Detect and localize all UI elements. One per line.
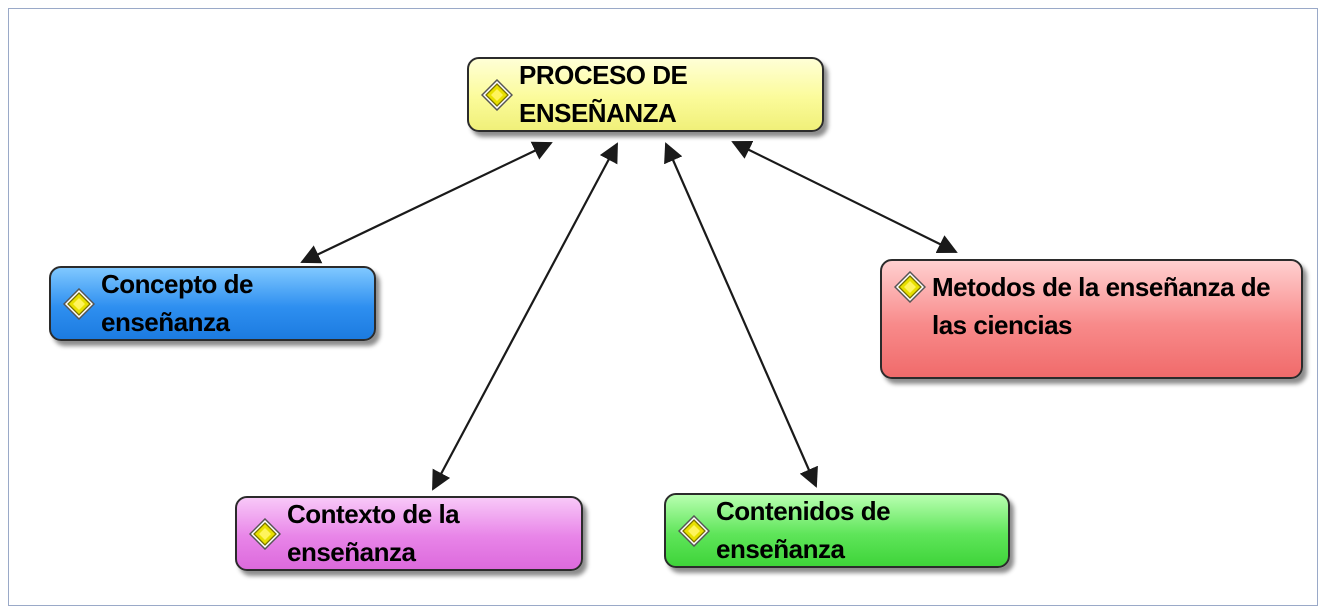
diamond-node-icon — [249, 517, 281, 550]
node-label: Concepto de enseñanza — [101, 268, 253, 337]
node-label: Metodos de la enseñanza de las ciencias — [932, 272, 1271, 340]
edge-root-contenidos — [664, 142, 818, 488]
edge-root-metodos — [731, 141, 958, 253]
node-metodos-de-la-ensenanza[interactable]: Metodos de la enseñanza de las ciencias — [880, 259, 1303, 379]
node-contexto-de-la-ensenanza[interactable]: Contexto de la enseñanza — [235, 496, 583, 571]
diamond-node-icon — [63, 287, 95, 320]
node-label: PROCESO DE ENSEÑANZA — [519, 59, 688, 128]
node-label: Contexto de la enseñanza — [287, 498, 460, 567]
edge-root-contexto — [432, 142, 618, 491]
diamond-node-icon — [481, 78, 513, 111]
node-proceso-de-ensenanza[interactable]: PROCESO DE ENSEÑANZA — [467, 57, 824, 132]
edge-root-concepto — [300, 141, 553, 264]
node-concepto-de-ensenanza[interactable]: Concepto de enseñanza — [49, 266, 376, 341]
diamond-node-icon — [678, 514, 710, 547]
diamond-node-icon — [894, 271, 926, 303]
node-label: Contenidos de enseñanza — [716, 495, 891, 564]
node-contenidos-de-ensenanza[interactable]: Contenidos de enseñanza — [664, 493, 1010, 568]
